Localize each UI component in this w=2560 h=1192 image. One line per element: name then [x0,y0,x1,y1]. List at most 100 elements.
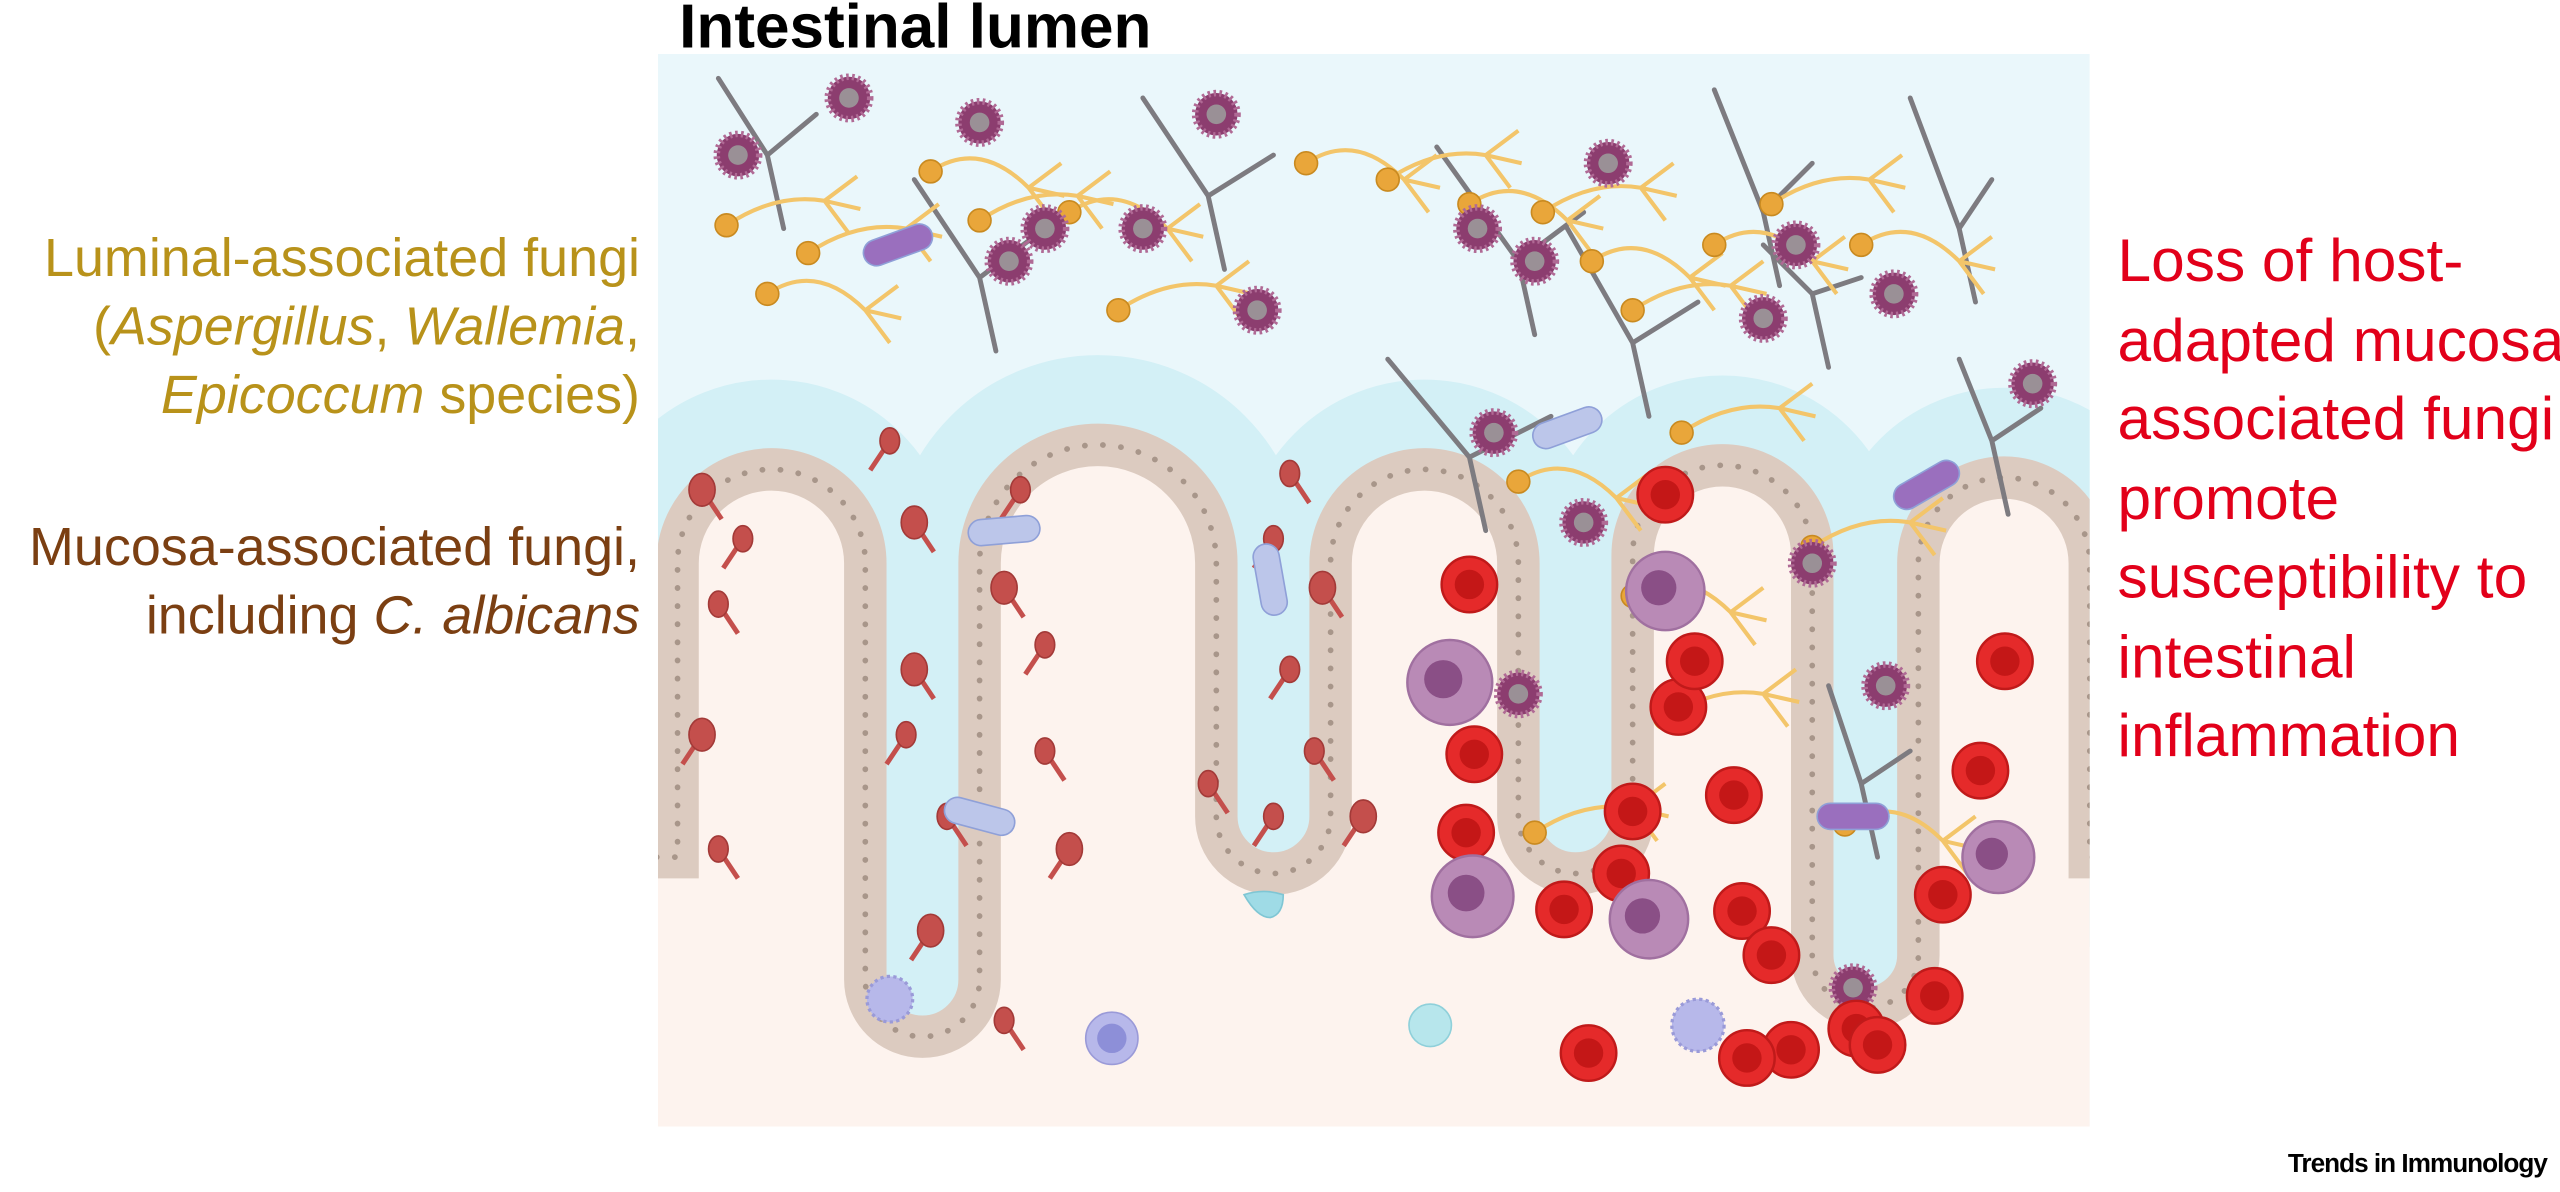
luminal-fungi-label: Luminal-associated fungi (Aspergillus, W… [44,224,640,430]
aspergillus-conidiophore [967,208,992,233]
aspergillus-hypha [807,202,943,263]
spore-core [1598,153,1618,174]
spore-core [839,88,859,108]
spore-core [1875,675,1896,696]
aspergillus-hypha [1517,466,1653,532]
candida-yeast [900,505,929,540]
rbc-center [1732,1043,1762,1073]
aspergillus-hypha [1304,148,1441,214]
outcome-line: promote [2117,464,2340,532]
spore-core [1843,977,1863,998]
aspergillus-hypha [766,278,902,345]
epithelial-nuclei [657,442,2090,1040]
candida-yeast [990,570,1018,605]
aspergillus-hypha [1117,259,1253,320]
candida-yeast [707,835,729,863]
outcome-line: intestinal [2117,622,2356,690]
aspergillus-conidiophore [1620,297,1645,323]
rbc-center [1990,646,2020,676]
aspergillus-conidiophore [1375,167,1400,192]
aspergillus-conidiophore [795,240,821,266]
species-c-albicans: C. albicans [373,584,640,645]
bacterium [1252,543,1289,616]
species-tail: species) [424,364,640,425]
rbc-center [1606,858,1636,889]
outcome-line: inflammation [2117,702,2461,769]
rbc-center [1617,796,1648,827]
hypha [1385,356,1554,534]
spore-core [1508,684,1529,704]
bacterium [1816,802,1890,831]
aspergillus-conidiophore [1702,232,1727,258]
aspergillus-hypha [1386,128,1523,189]
macrophage [1670,997,1726,1054]
rbc-center [1928,879,1958,910]
aspergillus-conidiophore [714,213,739,238]
candida-yeast [732,524,754,553]
spore-core [1467,218,1488,239]
genus-epicoccum: Epicoccum [160,364,425,425]
aspergillus-conidiophore [1522,820,1547,845]
neutrophil-nucleus [1975,837,2008,871]
aspergillus-hypha [1811,496,1947,557]
genus-aspergillus: Aspergillus [110,295,375,356]
candida-yeast [1034,631,1056,659]
candida-yeast [1303,737,1325,765]
neutrophil-nucleus [1424,660,1463,699]
aspergillus-conidiophore [1530,199,1556,225]
dendritic-cell [865,974,915,1024]
rbc-center [1965,755,1996,786]
aspergillus-conidiophore [918,159,943,184]
paren: ( [93,295,111,356]
aspergillus-conidiophore [755,281,780,307]
candida-yeast [1009,475,1032,504]
hypha [1956,356,2044,517]
goblet-cell [1242,890,1285,919]
aspergillus-hypha [1468,189,1604,255]
spore-core [1524,251,1545,272]
luminal-label-line1: Luminal-associated fungi [44,226,640,288]
aspergillus-conidiophore [1669,420,1694,445]
rbc-center [1919,981,1950,1011]
aspergillus-conidiophore [1506,469,1531,494]
candida-yeast [1279,459,1301,488]
spore-core [1802,553,1823,574]
intestine-illustration [657,53,2090,1127]
rbc-center [1756,940,1787,970]
genus-wallemia: Wallemia [404,295,626,356]
bacterium [967,514,1041,547]
outcome-line: adapted mucosa- [2117,306,2560,374]
spore-core [728,145,748,165]
aspergillus-hypha [1713,229,1849,296]
candida-yeast [1055,831,1084,867]
rbc-center [1862,1030,1893,1060]
rbc-center [1679,646,1710,676]
spore-core [1206,104,1227,125]
spore-core [1247,300,1267,320]
hypha [1907,95,1995,305]
aspergillus-conidiophore [1848,232,1874,258]
rbc-center [1459,739,1489,769]
spore-core [1786,235,1806,255]
candida-yeast [916,913,945,948]
luminal-label-line2: (Aspergillus, Wallemia, [44,292,640,361]
rbc-center [1776,1035,1806,1065]
intestinal-lumen-title: Intestinal lumen [679,0,1152,63]
aspergillus-hypha [1068,197,1204,263]
aspergillus-hypha [1664,667,1800,728]
spore-core [1484,422,1504,443]
candida-yeast [879,426,901,455]
rbc-center [1549,894,1579,925]
spore-core [1035,218,1055,239]
spore-core [999,251,1019,272]
aspergillus-hypha [1680,382,1816,443]
aspergillus-hypha [978,169,1114,230]
aspergillus-hypha [725,174,861,235]
spore-core [2022,373,2043,394]
aspergillus-hypha [1860,229,1996,296]
rbc-center [1451,817,1481,848]
outcome-line: susceptibility to [2117,543,2528,611]
lymphocyte-nucleus [1097,1023,1127,1054]
mucosa-fungi-label: Mucosa-associated fungi, including C. al… [29,513,640,650]
